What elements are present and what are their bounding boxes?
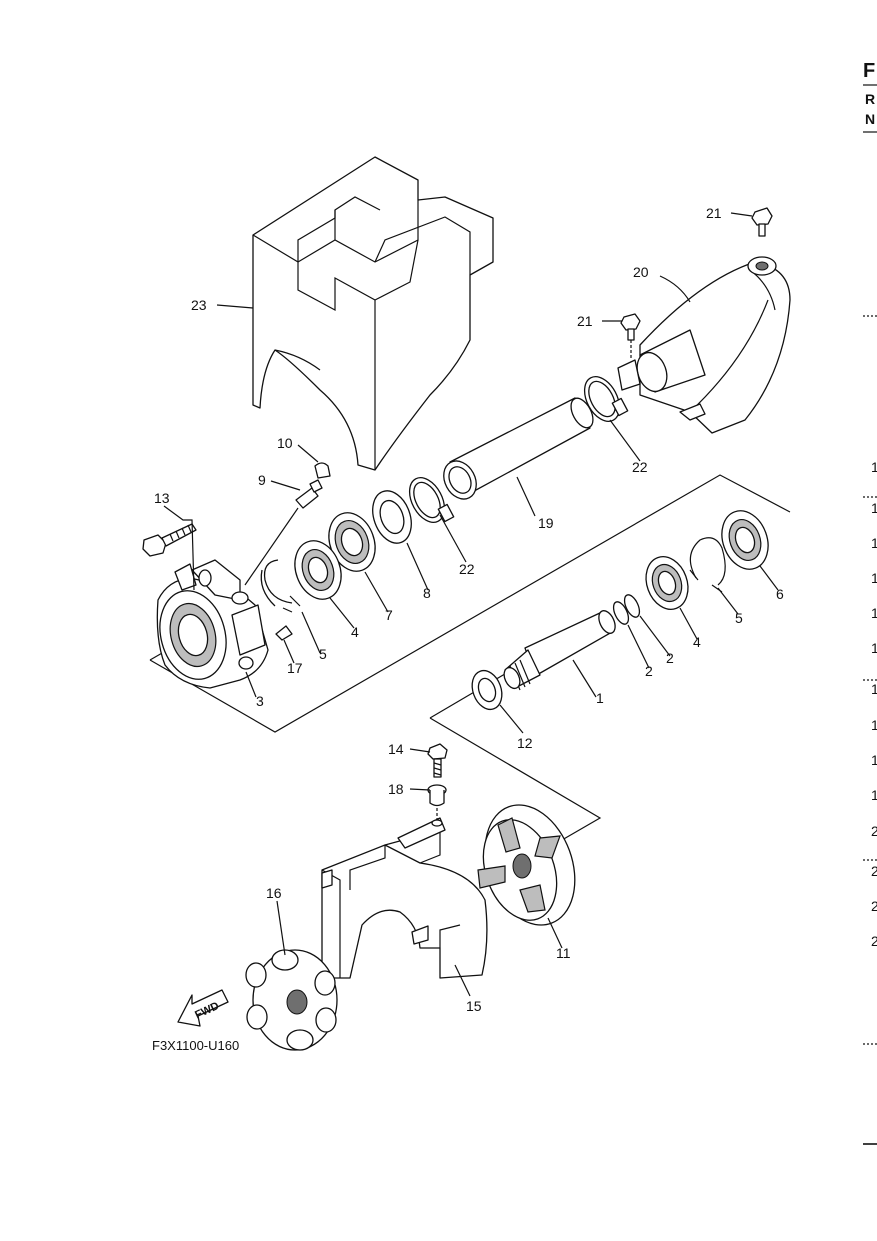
margin-number: 1 [871,681,877,697]
margin-number: 1 [871,500,877,516]
callout-17: 17 [287,660,303,676]
callout-9: 9 [258,472,266,488]
margin-letter-r: R [865,91,875,107]
callout-21: 21 [577,313,593,329]
bolt-part-14 [427,743,448,778]
bolt-part-21-b [620,313,641,360]
margin-number: 1 [871,752,877,768]
callout-4: 4 [351,624,359,640]
drive-shaft-part-1 [503,610,616,691]
callout-18: 18 [388,781,404,797]
callout-5: 5 [319,646,327,662]
margin-number: 2 [871,933,877,949]
callout-16: 16 [266,885,282,901]
margin-letter-n: N [865,111,875,127]
hose-clamp-part-22-b [583,376,629,422]
margin-number: 1 [871,605,877,621]
callout-4: 4 [693,634,701,650]
circlip-part-5-a [260,559,301,613]
margin-number: 2 [871,863,877,879]
callout-8: 8 [423,585,431,601]
spacer-part-8 [372,490,412,544]
washer-part-12 [471,669,503,711]
callout-22: 22 [459,561,475,577]
forward-direction-arrow: FWD [177,989,229,1027]
margin-number: 1 [871,570,877,586]
coupling-cover-part-15 [321,817,488,979]
bearing-part-4-b [645,556,689,610]
figure-code: F3X1100-U160 [152,1038,239,1053]
bolt-part-13 [142,523,197,557]
leader-lines [163,212,779,997]
callout-5: 5 [735,610,743,626]
margin-number: 1 [871,787,877,803]
callout-19: 19 [538,515,554,531]
nozzle-housing-part-20 [617,256,791,434]
bearing-part-7 [328,512,376,572]
callout-11: 11 [556,945,571,961]
cover-part-23 [252,156,494,471]
callout-7: 7 [385,607,393,623]
cap-part-10 [314,462,331,479]
tube-part-19 [443,397,594,500]
coupler-part-11 [477,804,576,926]
callout-14: 14 [388,741,404,757]
callout-3: 3 [256,693,264,709]
margin-number: 1 [871,535,877,551]
callout-2: 2 [645,663,653,679]
collar-part-18 [427,784,447,826]
margin-number: 2 [871,898,877,914]
callout-1: 1 [596,690,604,706]
callout-23: 23 [191,297,207,313]
o-ring-part-2-a [612,601,630,625]
hose-clamp-part-22-a [408,477,455,523]
margin-number: 1 [871,459,877,475]
bearing-housing-part-3 [156,559,269,689]
margin-number: 2 [871,823,877,839]
callout-labels: 1 2 2 3 4 4 5 5 6 7 8 9 10 11 12 13 14 1… [154,205,784,1014]
callout-15: 15 [466,998,482,1014]
margin-heading: F [863,60,875,82]
margin-number: 1 [871,640,877,656]
callout-10: 10 [277,435,293,451]
callout-13: 13 [154,490,170,506]
callout-6: 6 [776,586,784,602]
o-ring-part-2-b [623,594,641,618]
bearing-part-6 [721,510,769,570]
circlip-part-5-b [689,537,726,593]
right-margin-table: F R N 1 1 1 1 1 1 1 1 1 1 2 2 2 2 [863,60,877,1145]
callout-22: 22 [632,459,648,475]
grease-nipple-part-9 [244,479,323,586]
bearing-part-4-a [294,540,342,600]
margin-number: 1 [871,717,877,733]
callout-20: 20 [633,264,649,280]
dowel-pin-part-17 [275,625,293,641]
callout-12: 12 [517,735,533,751]
callout-21: 21 [706,205,722,221]
bolt-part-21-a [751,207,773,237]
callout-2: 2 [666,650,674,666]
damper-part-16 [245,949,338,1051]
